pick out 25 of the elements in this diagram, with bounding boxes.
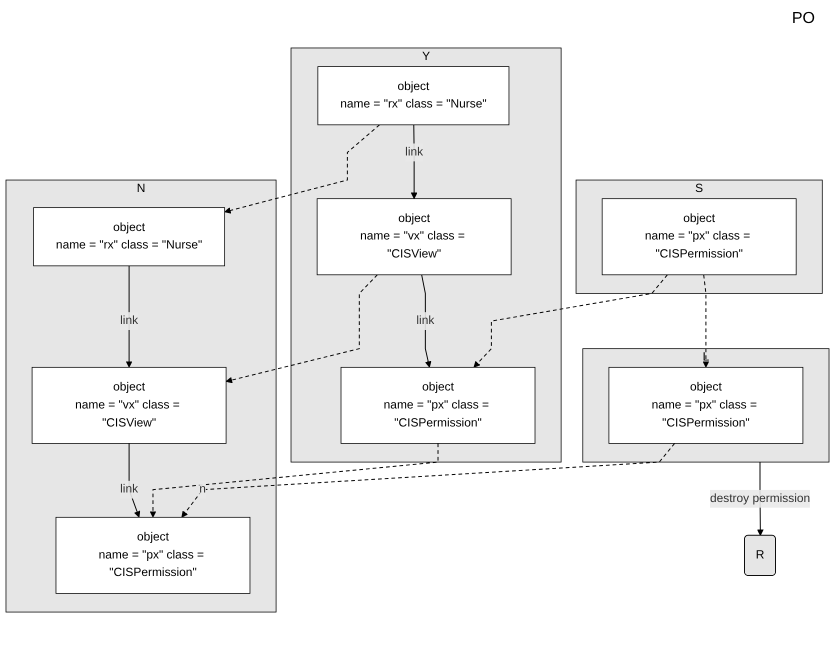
- arrow: [226, 274, 378, 384]
- node-box: object name = "rx" class = "Nurse": [317, 66, 510, 126]
- edge-label: link: [416, 314, 434, 328]
- edge-label: link: [120, 483, 138, 496]
- arrow: [410, 124, 418, 200]
- node-box: object name = "vx" class = "CISView": [32, 367, 226, 444]
- edge-label: link: [405, 146, 424, 159]
- edge-label: destroy permission: [710, 492, 810, 506]
- note-label: PO: [792, 10, 815, 28]
- arrow: [421, 274, 432, 368]
- node-box: object name = "px" class = "CISPermission": [608, 367, 804, 444]
- node-box: object name = "rx" class = "Nurse": [33, 208, 226, 267]
- node-box: object name = "px" class = "CISPermission": [340, 367, 536, 444]
- node-box: object name = "px" class = "CISPermission": [56, 517, 250, 594]
- edge-label: n: [199, 483, 206, 496]
- arrow: [224, 124, 380, 214]
- arrow: [474, 274, 668, 368]
- node-box: object name = "px" class = "CISPermission": [602, 198, 797, 276]
- arrow: [181, 443, 676, 518]
- node-box: object name = "vx" class = "CISView": [316, 198, 512, 276]
- arrow: [150, 443, 438, 518]
- edge-label: link: [120, 314, 138, 328]
- arrow: [702, 274, 710, 368]
- arrow: [126, 266, 132, 368]
- arrow: [128, 443, 140, 518]
